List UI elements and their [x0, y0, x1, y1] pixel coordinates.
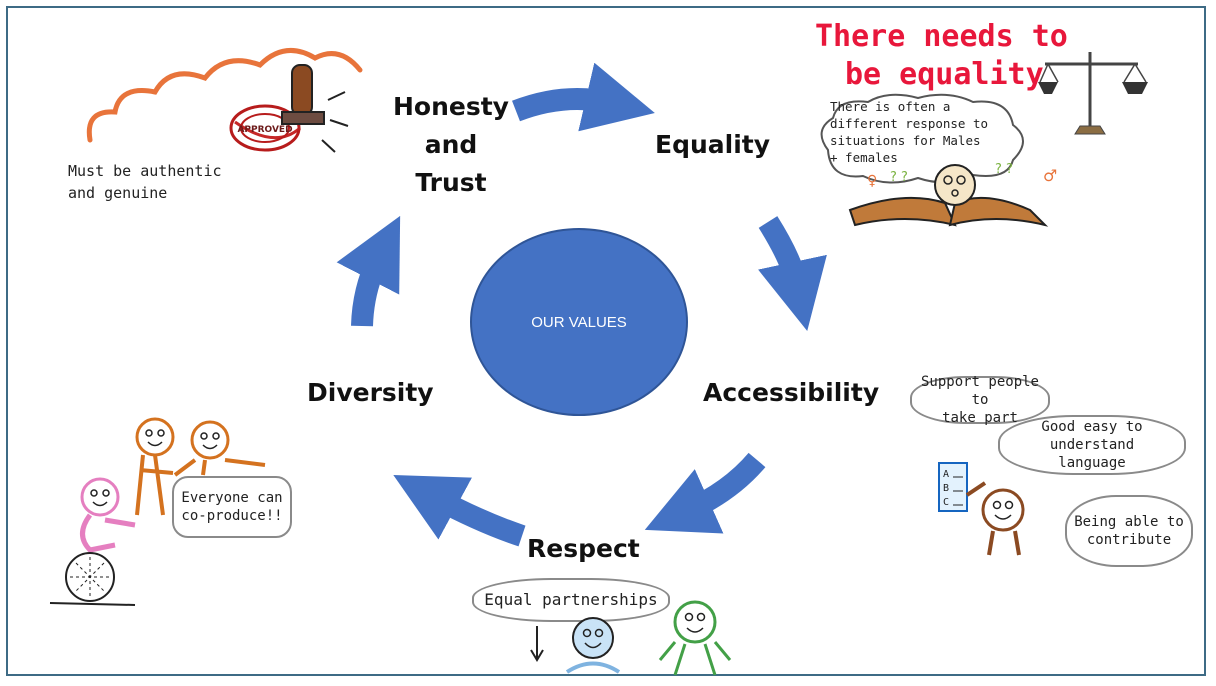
equality-heading-line-1: There needs to	[815, 19, 1068, 54]
arrow-equality-to-accessibility	[758, 216, 827, 332]
sign-letter-a: A	[943, 469, 949, 480]
speech-bubble-equal-partnerships: Equal partnerships	[472, 578, 670, 622]
approved-stamp-mark	[229, 104, 301, 152]
equality-thought-line-4: + females	[830, 150, 898, 165]
support-line-1: Support people to	[920, 374, 1039, 408]
rubber-stamp-icon	[291, 64, 313, 116]
label-accessibility: Accessibility	[703, 378, 880, 407]
equality-thought-line-3: situations for Males	[830, 133, 981, 148]
arrow-respect-to-diversity	[393, 475, 526, 547]
stamp-text: APPROVED	[237, 125, 292, 135]
wheelchair-wheel-icon	[65, 552, 115, 602]
honesty-note-line-2: and genuine	[68, 184, 168, 202]
equality-thought-line-1: There is often a	[830, 99, 951, 114]
arrow-diversity-to-honesty	[336, 215, 401, 327]
svg-text:? ?: ? ?	[890, 170, 908, 185]
speech-bubble-contribute: Being able to contribute	[1065, 495, 1193, 567]
center-label: OUR VALUES	[531, 313, 627, 331]
puzzled-person-sketch: ♀ ♂ ? ? ? ?	[848, 162, 1057, 227]
equality-thought-line-2: different response to	[830, 116, 989, 131]
contribute-line-1: Being able to	[1074, 514, 1184, 530]
diagram-frame	[6, 6, 1206, 676]
language-line-1: Good easy to understand	[1041, 419, 1143, 453]
sign-letter-c: C	[943, 497, 949, 508]
label-honesty-line-1: Honesty	[393, 92, 509, 121]
male-symbol-icon: ♂	[1043, 166, 1057, 185]
scales-icon	[1038, 52, 1148, 135]
sign-letter-b: B	[943, 483, 949, 494]
support-line-2: take part	[942, 410, 1018, 426]
speech-bubble-co-produce: Everyone can co-produce!!	[172, 476, 292, 538]
our-values-circle: OUR VALUES	[470, 228, 688, 416]
orange-cloud-outline	[86, 47, 363, 143]
two-people-sketch	[530, 600, 732, 676]
equality-heading-line-2: be equality	[845, 57, 1044, 92]
honesty-note-line-1: Must be authentic	[68, 162, 222, 180]
equal-partnerships-text: Equal partnerships	[484, 590, 658, 609]
svg-text:? ?: ? ?	[995, 162, 1013, 177]
honesty-note: Must be authentic and genuine	[68, 160, 222, 204]
abc-sign	[938, 462, 968, 512]
co-production-people-sketch	[49, 417, 266, 606]
equality-thought-text: There is often a different response to s…	[830, 98, 988, 166]
arrow-honesty-to-equality	[512, 62, 655, 132]
label-diversity: Diversity	[307, 378, 434, 407]
honesty-sketch: APPROVED	[86, 47, 363, 153]
arrow-accessibility-to-respect	[644, 452, 766, 534]
speech-bubble-language: Good easy to understand language	[998, 415, 1186, 475]
label-honesty-line-2: and	[424, 130, 478, 159]
contribute-line-2: contribute	[1086, 532, 1172, 548]
language-line-2: language	[1058, 455, 1126, 471]
female-symbol-icon: ♀	[867, 173, 877, 189]
green-person-icon	[673, 600, 717, 644]
co-produce-line-2: co-produce!!	[181, 508, 283, 524]
equality-heading: There needs to be equality	[815, 18, 1068, 94]
label-respect: Respect	[527, 534, 640, 563]
blue-person-icon	[572, 617, 614, 659]
label-equality: Equality	[655, 130, 771, 159]
label-honesty-line-3: Trust	[415, 168, 487, 197]
label-honesty-and-trust: Honesty and Trust	[388, 88, 514, 202]
speech-bubble-support: Support people to take part	[910, 374, 1050, 426]
co-produce-line-1: Everyone can	[181, 490, 283, 506]
person-with-abc-sign-sketch: A B C	[938, 462, 1025, 556]
thought-cloud	[820, 93, 1024, 184]
